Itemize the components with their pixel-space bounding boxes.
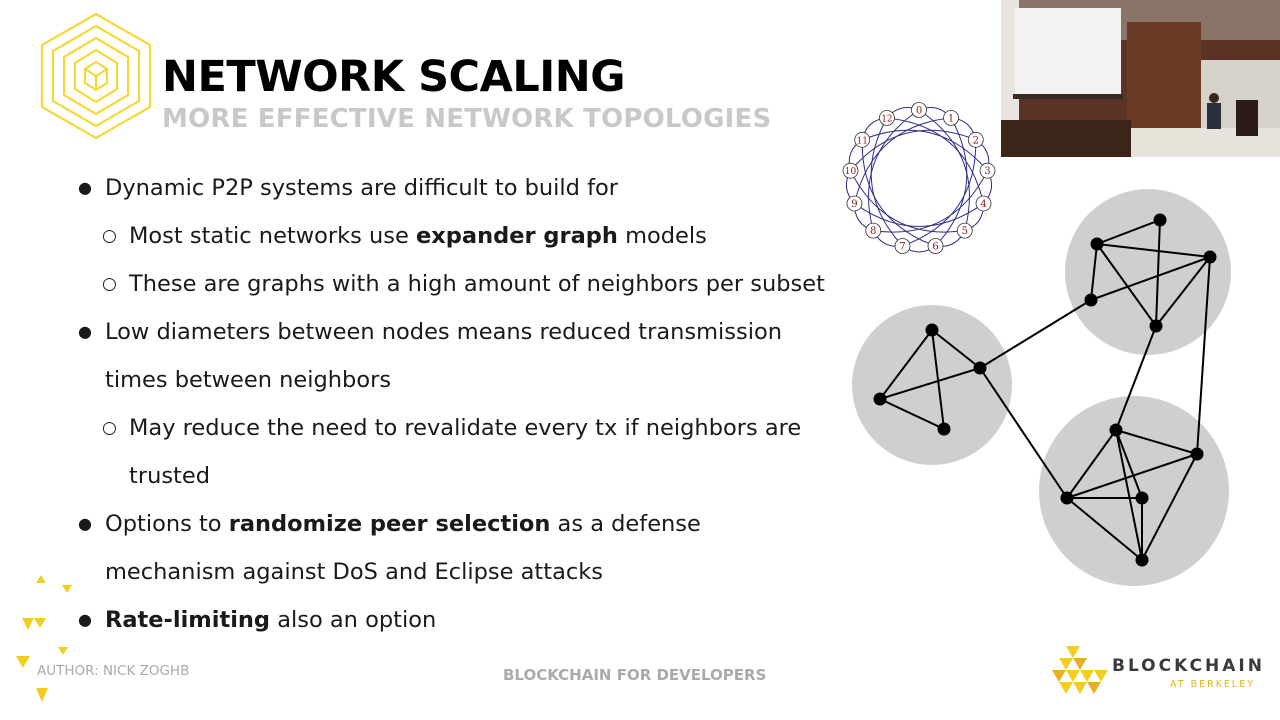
network-node <box>1153 213 1167 227</box>
network-node <box>1090 237 1104 251</box>
network-node <box>1084 293 1098 307</box>
bullet-bold-text: expander graph <box>416 223 618 249</box>
circulant-node-label: 3 <box>984 166 990 177</box>
cluster-circle <box>1065 189 1231 355</box>
network-node <box>873 392 887 406</box>
brand-subtitle: AT BERKELEY <box>1170 679 1256 690</box>
network-node <box>925 323 939 337</box>
circulant-node-label: 10 <box>845 167 857 177</box>
circulant-node-label: 2 <box>973 135 979 146</box>
circulant-node-label: 8 <box>870 226 876 237</box>
circulant-node-label: 5 <box>962 226 968 237</box>
bullet-item: Most static networks use expander graph … <box>78 212 838 260</box>
circulant-node <box>956 222 973 239</box>
blockchain-at-berkeley-logo-icon <box>1052 646 1108 694</box>
circulant-node-label: 7 <box>899 241 905 252</box>
circulant-edge <box>853 117 952 204</box>
circulant-node <box>894 238 911 254</box>
network-node <box>1135 491 1149 505</box>
hexagon-logo-icon <box>40 12 152 140</box>
circulant-edge <box>850 129 976 172</box>
circulant-node-label: 0 <box>916 106 922 117</box>
bullet-text: Low diameters between nodes means reduce… <box>105 319 783 393</box>
network-nodes <box>873 213 1217 567</box>
circulant-node <box>979 162 996 179</box>
bullet-text: These are graphs with a high amount of n… <box>129 271 825 297</box>
circulant-node-label: 4 <box>980 199 986 210</box>
cluster-circle <box>1039 396 1229 586</box>
bullet-text: Most static networks use <box>129 223 417 249</box>
network-node <box>1149 319 1163 333</box>
bullet-text: as a defense mechanism against DoS and E… <box>105 511 701 585</box>
network-node <box>1109 423 1123 437</box>
bullet-item: Low diameters between nodes means reduce… <box>78 308 838 404</box>
circulant-node <box>911 102 927 118</box>
network-node <box>1135 553 1149 567</box>
network-node <box>937 422 951 436</box>
circulant-node-label: 11 <box>856 136 867 146</box>
slide-subtitle: MORE EFFECTIVE NETWORK TOPOLOGIES <box>162 104 772 134</box>
circulant-node <box>854 131 871 148</box>
circulant-node <box>975 195 992 212</box>
circulant-node-label: 6 <box>932 241 938 252</box>
circulant-node-label: 1 <box>948 113 954 124</box>
circulant-edge <box>886 117 985 204</box>
network-node <box>1060 491 1074 505</box>
bullet-item: Rate-limiting also an option <box>78 596 838 644</box>
bullet-item: Options to randomize peer selection as a… <box>78 500 838 596</box>
bullet-text: Dynamic P2P systems are difficult to bui… <box>105 175 619 201</box>
footer-course-name: BLOCKCHAIN FOR DEVELOPERS <box>503 666 767 684</box>
bullet-text: May reduce the need to revalidate every … <box>129 415 802 489</box>
network-node <box>973 361 987 375</box>
bullet-text: models <box>617 223 707 249</box>
circulant-node-label: 12 <box>881 114 892 124</box>
circulant-node <box>846 195 863 212</box>
clustered-network-graph <box>852 189 1231 586</box>
circulant-node <box>943 110 959 126</box>
circulant-node <box>967 131 984 148</box>
circulant-node-label: 9 <box>851 199 857 210</box>
bullet-text: also an option <box>270 607 437 633</box>
circulant-node <box>865 222 882 239</box>
network-edges <box>879 219 1211 561</box>
bullet-text: Options to <box>105 511 229 537</box>
footer-author: AUTHOR: NICK ZOGHB <box>37 663 190 679</box>
circulant-edge <box>862 129 988 172</box>
bullet-bold-text: Rate-limiting <box>105 607 271 633</box>
cluster-circle <box>852 305 1012 465</box>
network-node <box>1190 447 1204 461</box>
bullet-list: Dynamic P2P systems are difficult to bui… <box>78 164 838 644</box>
slide-title: NETWORK SCALING <box>162 52 626 102</box>
bullet-item: May reduce the need to revalidate every … <box>78 404 838 500</box>
lecture-room-image <box>1001 0 1280 157</box>
circulant-node <box>842 162 859 179</box>
circulant-node <box>879 110 895 126</box>
circulant-node <box>927 238 944 254</box>
brand-name: BLOCKCHAIN <box>1112 656 1265 676</box>
bullet-item: These are graphs with a high amount of n… <box>78 260 838 308</box>
decorative-triangles-icon <box>16 575 72 702</box>
network-node <box>1203 250 1217 264</box>
bullet-bold-text: randomize peer selection <box>228 511 551 537</box>
webcam-video-feed <box>1001 0 1280 157</box>
bullet-item: Dynamic P2P systems are difficult to bui… <box>78 164 838 212</box>
